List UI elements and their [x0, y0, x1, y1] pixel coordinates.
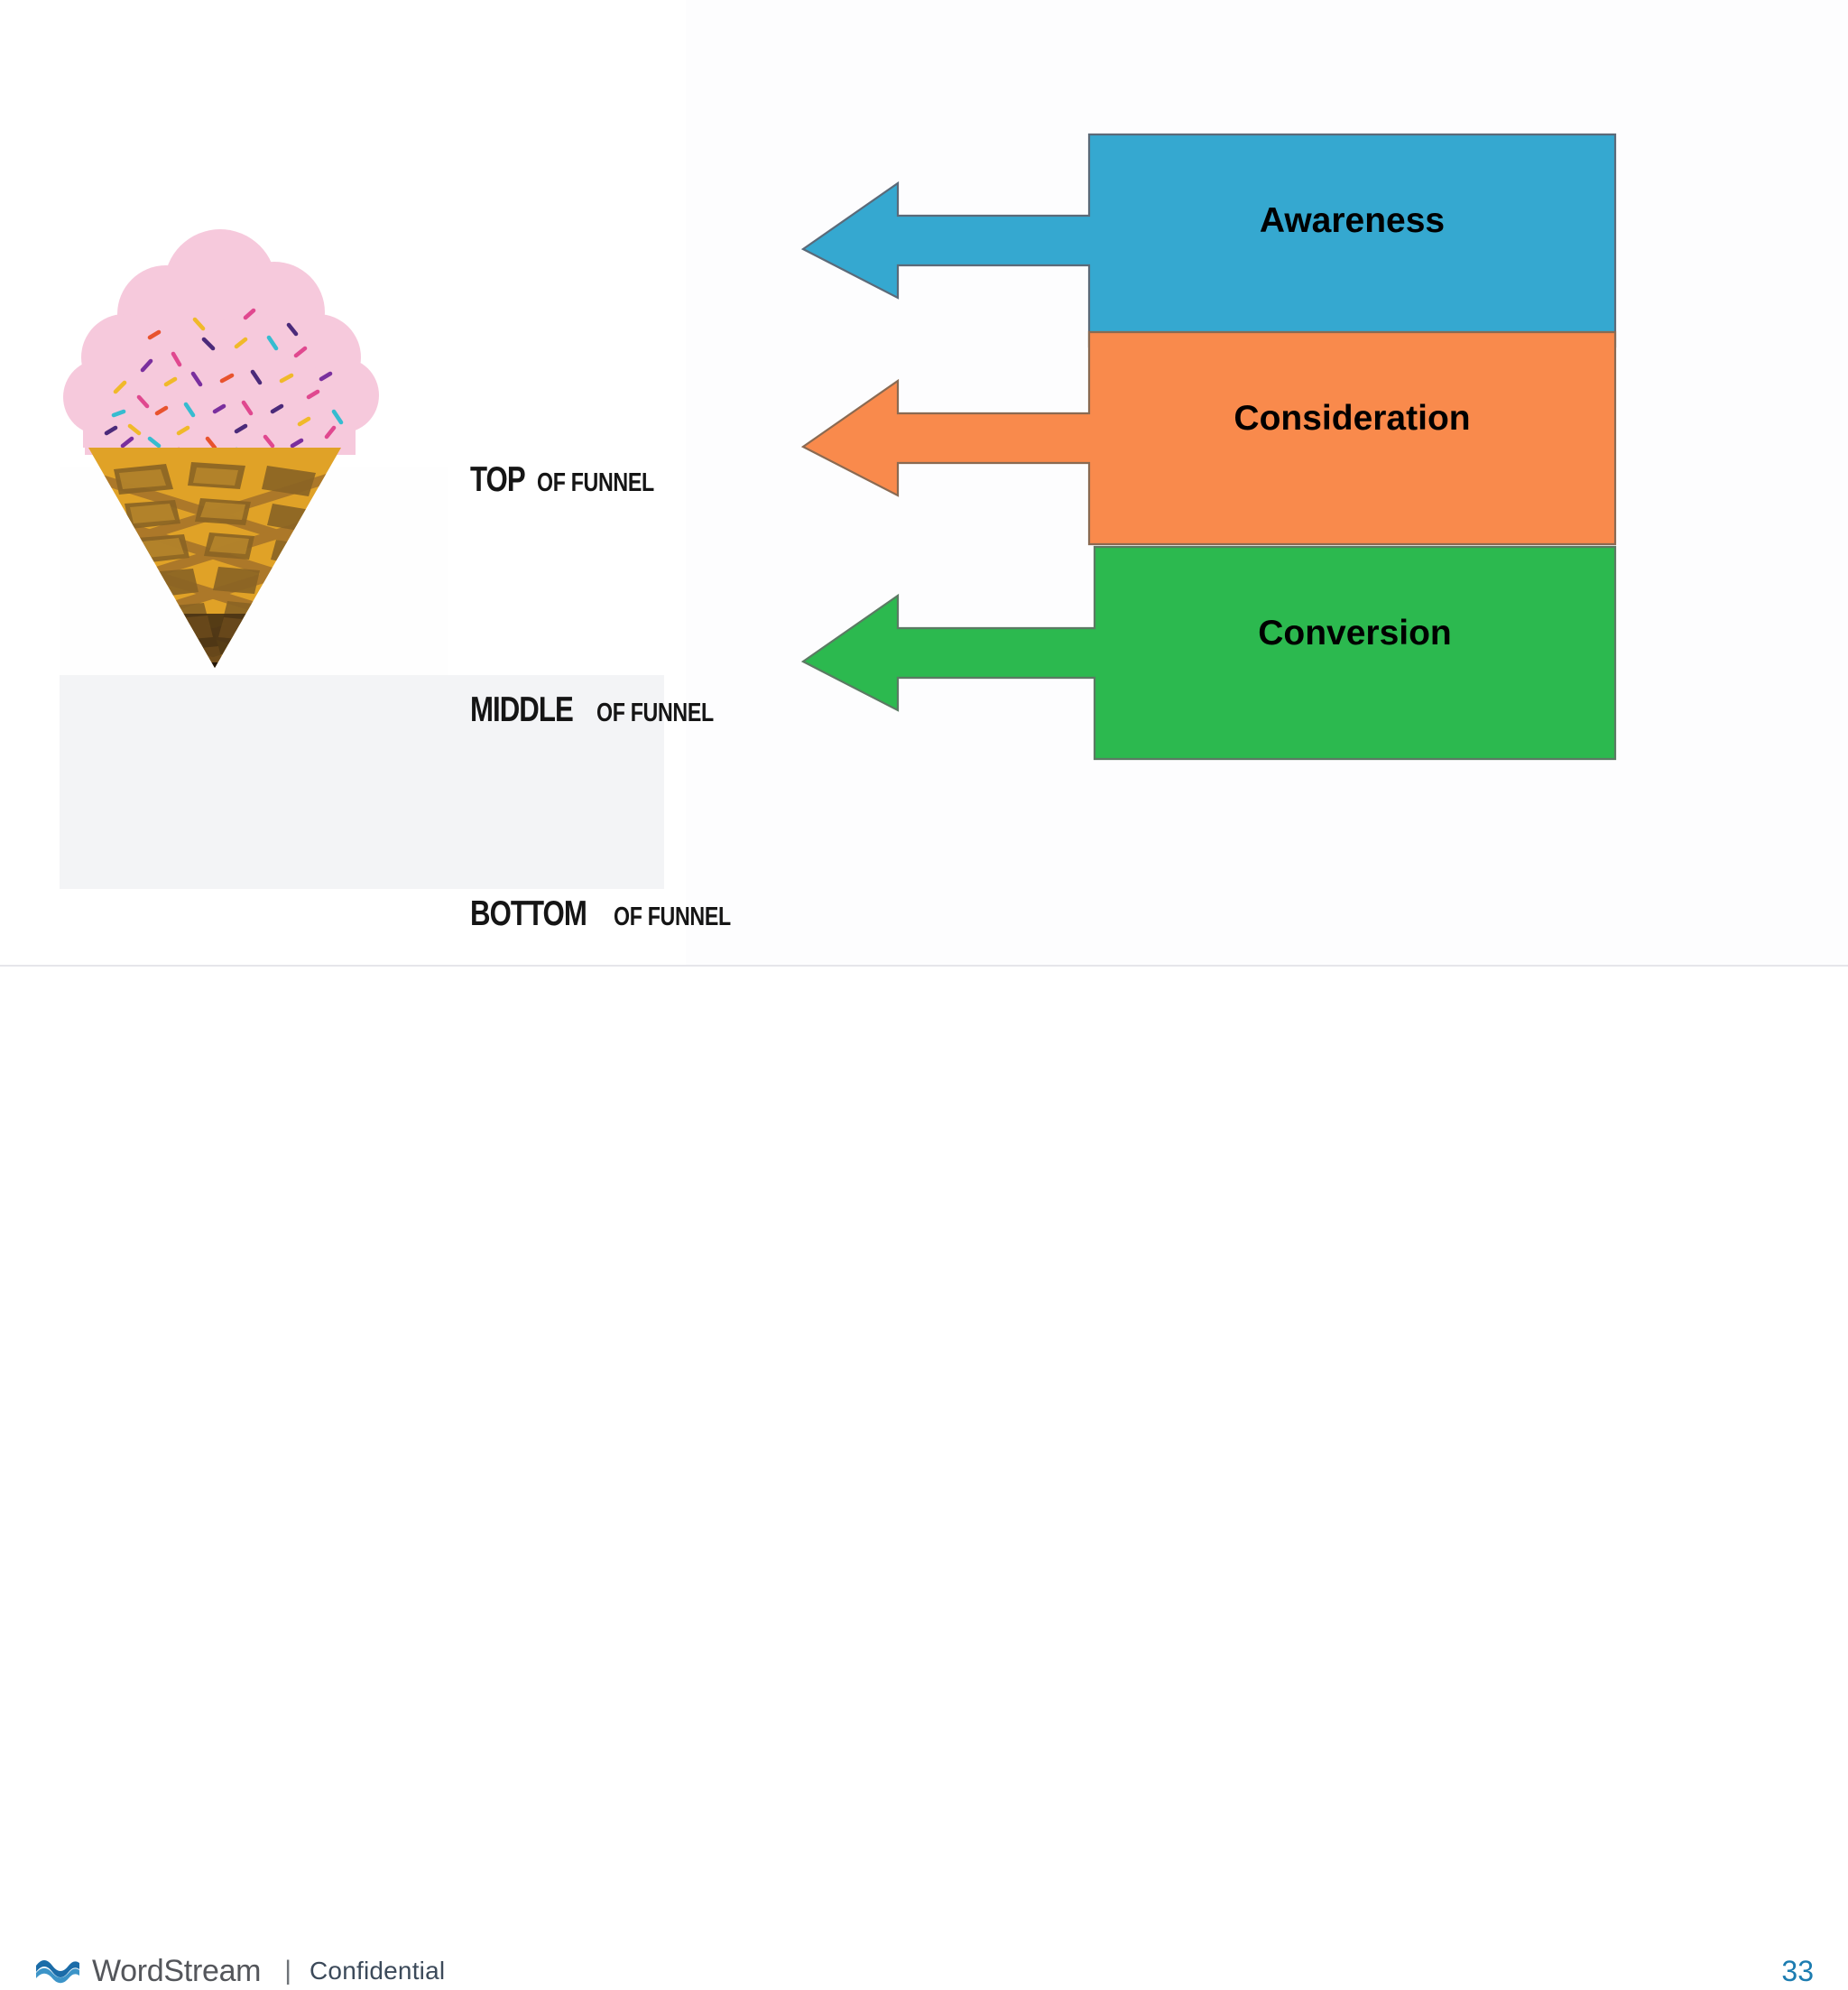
brand-block: WordStream | Confidential: [34, 1952, 445, 1990]
arrow-label-awareness: Awareness: [1259, 201, 1446, 240]
left-arrow-shape-consideration: [800, 330, 1617, 546]
slide-footer: WordStream | Confidential 33: [0, 967, 1848, 1988]
funnel-arrow-conversion[interactable]: Conversion: [794, 530, 1624, 764]
arrow-polygon-awareness: [800, 133, 1617, 348]
footer-separator: |: [284, 1956, 292, 1985]
funnel-arrow-awareness[interactable]: Awareness: [794, 117, 1624, 352]
confidential-label: Confidential: [310, 1957, 446, 1985]
cone-illustration-icon: [63, 229, 379, 668]
slide-canvas: TOP OF FUNNEL MIDDLE OF FUNNEL BOTTOM OF FU…: [0, 117, 1848, 1988]
page-number: 33: [1781, 1955, 1814, 1987]
funnel-stage-strong-bottom: BOTTOM: [470, 894, 587, 933]
waffle-cone-group: [88, 448, 341, 668]
brand-name: WordStream: [92, 1953, 262, 1988]
left-arrow-shape-awareness: [800, 133, 1617, 348]
funnel-stage-light-middle: OF FUNNEL: [596, 699, 715, 727]
arrow-label-conversion: Conversion: [1258, 614, 1452, 653]
funnel-stage-strong-top: TOP: [470, 460, 526, 499]
funnel-arrow-consideration[interactable]: Consideration: [794, 315, 1624, 550]
funnel-stage-light-bottom: OF FUNNEL: [614, 902, 731, 931]
figure-background-wash-right: [448, 206, 664, 675]
arrow-polygon-conversion: [800, 545, 1617, 761]
footer-divider: [0, 965, 1848, 967]
funnel-stage-light-top: OF FUNNEL: [536, 468, 654, 497]
left-arrow-shape-conversion: [800, 545, 1617, 761]
funnel-arrow-callouts: Awareness Consideration Conversion: [794, 117, 1633, 912]
ice-cream-cone-figure: TOP OF FUNNEL MIDDLE OF FUNNEL BOTTOM OF FU…: [60, 206, 731, 931]
funnel-stage-strong-middle: MIDDLE: [470, 690, 574, 729]
funnel-stage-label-top: TOP OF FUNNEL: [470, 462, 683, 497]
arrow-label-consideration: Consideration: [1234, 399, 1471, 438]
wordstream-logo-icon: [36, 1960, 79, 1984]
funnel-stage-label-middle: MIDDLE OF FUNNEL: [470, 692, 744, 727]
arrow-polygon-consideration: [800, 330, 1617, 546]
funnel-stage-label-bottom: BOTTOM OF FUNNEL: [470, 896, 760, 931]
